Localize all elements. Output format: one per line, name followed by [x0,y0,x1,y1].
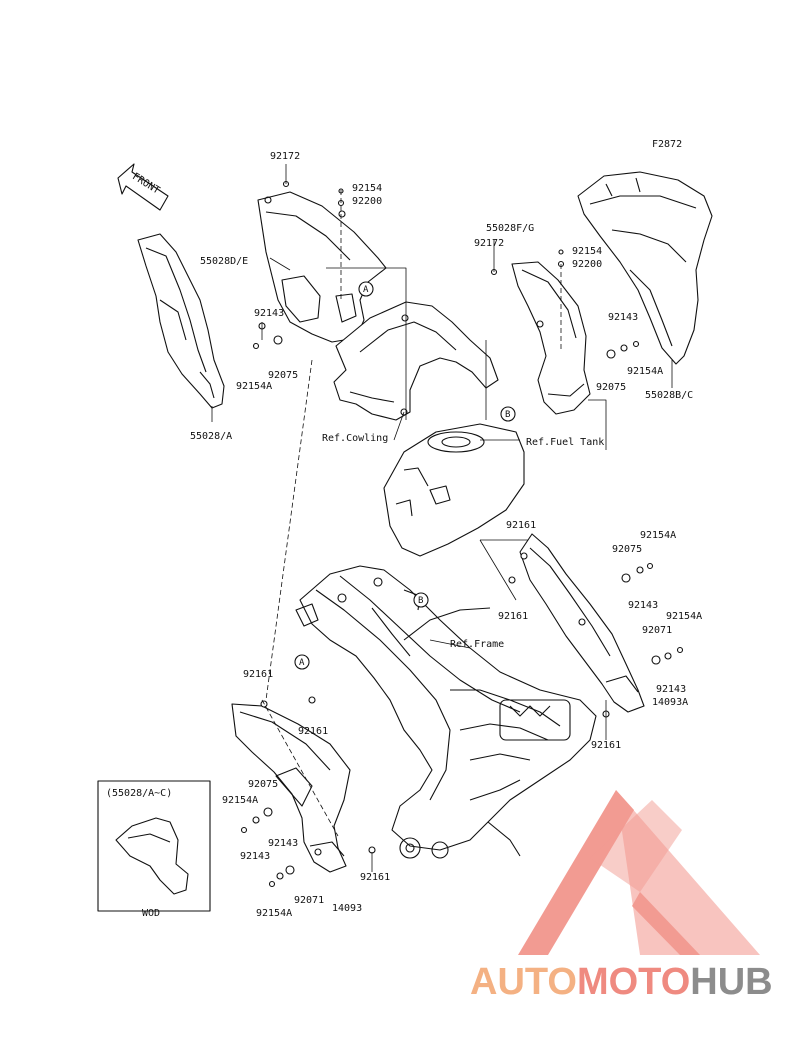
automotohub-logo-icon [518,790,760,955]
part-92161-e: 92161 [298,726,329,737]
callout-circles [294,281,516,670]
side-cowl-right-55028BC [577,171,713,365]
part-55028FG: 55028F/G [486,223,535,234]
part-92154A-b: 92154A [627,366,664,377]
ref-frame: Ref.Frame [450,639,505,650]
part-92161-b: 92161 [498,611,529,622]
callout-a-upper: A [363,285,369,295]
part-92200-a: 92200 [352,196,383,207]
side-cowl-left-55028A [137,233,225,409]
part-92071-a: 92071 [642,625,673,636]
part-92075-d: 92075 [248,779,279,790]
part-92154-a: 92154 [352,183,383,194]
part-92143-c: 92143 [628,600,659,611]
part-92161-d: 92161 [243,669,274,680]
part-92161-f: 92161 [360,872,391,883]
inset-box [97,780,211,912]
part-92143-b: 92143 [608,312,639,323]
part-92075-b: 92075 [596,382,627,393]
part-92143-e: 92143 [268,838,299,849]
part-14093: 14093 [332,903,363,914]
callout-b-upper: B [505,410,510,420]
inset-caption: WOD [142,908,161,919]
part-92071-b: 92071 [294,895,325,906]
part-92143-f: 92143 [240,851,271,862]
part-92075-c: 92075 [612,544,643,555]
part-55028DE: 55028D/E [200,256,249,267]
inner-cowl-55028FG [511,261,591,415]
part-92200-b: 92200 [572,259,603,270]
part-92154A-f: 92154A [256,908,293,919]
fuel-tank-outline [383,423,525,557]
part-92161-a: 92161 [506,520,537,531]
part-92154A-c: 92154A [640,530,677,541]
lower-cowl-right-14093A [519,533,645,713]
part-92154A-d: 92154A [666,611,703,622]
automotohub-wordmark: AUTOMOTOHUB [470,960,773,1004]
part-92143-d: 92143 [656,684,687,695]
part-92143-a: 92143 [254,308,285,319]
front-arrow-icon: FRONT [117,163,169,211]
part-14093A: 14093A [652,697,689,708]
fasteners [240,180,684,888]
part-92161-c: 92161 [591,740,622,751]
part-55028A: 55028/A [190,431,233,442]
part-92154-b: 92154 [572,246,603,257]
lower-cowl-left-14093 [231,703,351,873]
inset-title: (55028/A~C) [106,788,173,799]
ref-fuel-tank: Ref.Fuel Tank [526,437,605,448]
callout-a-lower: A [299,658,305,668]
part-92172-a: 92172 [270,151,301,162]
part-92154A-a: 92154A [236,381,273,392]
ref-cowling: Ref.Cowling [322,433,389,444]
part-92172-b: 92172 [474,238,505,249]
wordmark-moto: MOTO [576,961,691,1003]
part-92154A-e: 92154A [222,795,259,806]
wordmark-auto: AUTO [470,961,577,1003]
part-92075-a: 92075 [268,370,299,381]
figure-code: F2872 [652,139,683,150]
callout-b-lower: B [418,596,423,606]
wordmark-hub: HUB [690,961,773,1003]
leader-lines [211,164,673,872]
inner-cowl-55028DE [257,191,387,343]
cowling-bracket [333,301,499,421]
frame-outline [295,565,597,859]
part-55028BC: 55028B/C [645,390,694,401]
